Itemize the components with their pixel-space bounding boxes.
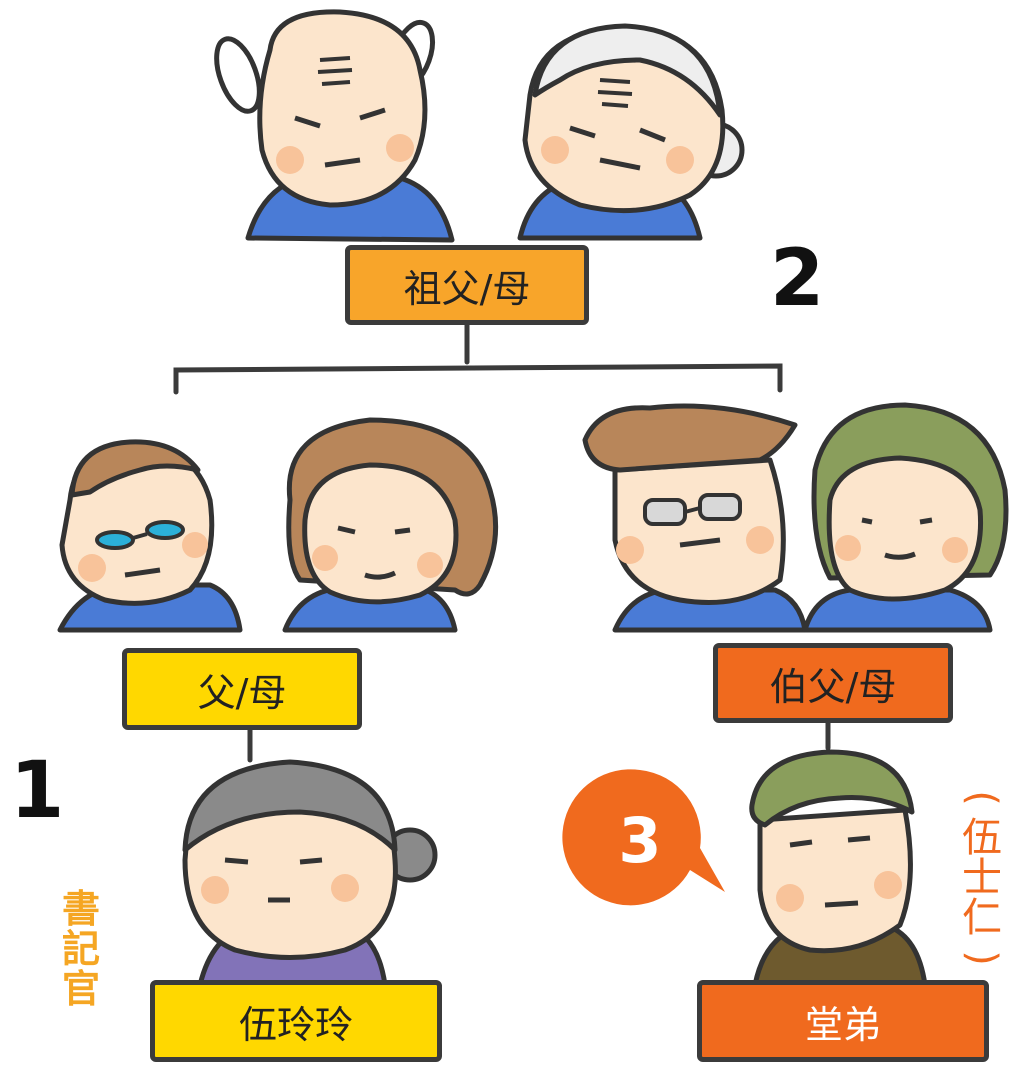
secretary-vertical-text: 書 記 官	[62, 887, 101, 1011]
grandfather-figure	[214, 9, 455, 243]
parents-label: 父/母	[122, 648, 362, 730]
cousin-name-vertical-text: ( 伍 士 仁 )	[958, 778, 1005, 978]
cousin-name-open-paren: (	[958, 790, 1005, 806]
secretary-char-2: 記	[62, 926, 101, 971]
branch-bar	[173, 363, 783, 395]
cousin-name-char-3: 仁	[962, 895, 1002, 941]
cousin-figure	[749, 749, 928, 988]
secretary-char-1: 書	[62, 887, 101, 931]
mother-figure	[282, 417, 499, 633]
uncle-figure	[582, 403, 808, 633]
self-figure	[182, 759, 438, 988]
self-name-label: 伍玲玲	[150, 980, 442, 1062]
cousin-label: 堂弟	[697, 980, 989, 1062]
connector-lines	[173, 322, 831, 763]
number-2: 2	[770, 234, 825, 324]
grandmother-figure	[517, 23, 745, 241]
uncle-aunt-label: 伯父/母	[713, 643, 953, 723]
number-3: 3	[618, 803, 662, 877]
aunt-figure	[802, 402, 1009, 633]
number-3-bubble	[562, 769, 725, 906]
father-figure	[57, 439, 243, 633]
cousin-name-char-2: 士	[962, 855, 1002, 901]
cousin-name-close-paren: )	[958, 950, 1005, 966]
grandparents-label: 祖父/母	[345, 245, 589, 325]
number-1: 1	[10, 746, 65, 836]
cousin-name-char-1: 伍	[962, 815, 1002, 861]
secretary-char-3: 官	[62, 966, 101, 1011]
